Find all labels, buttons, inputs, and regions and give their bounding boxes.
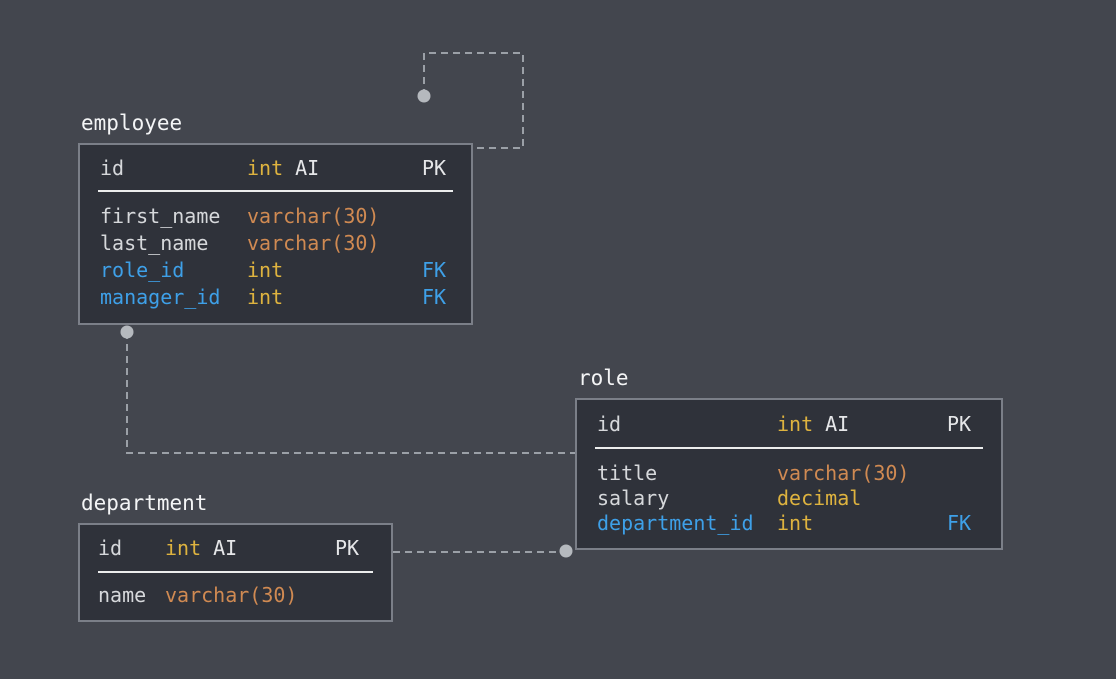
column-name: title [597, 460, 658, 485]
primary-key-badge: PK [947, 411, 972, 436]
table-employee-title: employee [81, 111, 183, 135]
column-row[interactable]: department_id int FK [577, 510, 1001, 535]
type-keyword: int [247, 155, 284, 180]
column-type: int AI [165, 536, 335, 560]
column-row[interactable]: title varchar(30) [577, 460, 1001, 485]
column-name: last_name [100, 230, 209, 255]
connector-employee-self-reference[interactable] [423, 52, 524, 149]
column-type: int AI [247, 156, 422, 180]
column-name: department_id [597, 510, 754, 535]
column-type: varchar(30) [247, 203, 380, 228]
column-name: first_name [100, 203, 221, 228]
connector-endpoint-dot [559, 544, 573, 558]
column-name: salary [597, 485, 670, 510]
connector-endpoint-dot [120, 325, 134, 339]
column-row[interactable]: first_name varchar(30) [80, 202, 471, 229]
type-keyword: int [165, 536, 202, 560]
column-name: manager_id [100, 284, 221, 309]
table-department-header-row[interactable]: id int AI PK [80, 525, 391, 571]
connector-employee-role[interactable] [126, 332, 575, 454]
column-type: int [247, 284, 284, 309]
primary-key-badge: PK [422, 155, 447, 180]
table-role[interactable]: role id int AI PK title varchar(30) salar… [575, 368, 1003, 550]
column-type: int AI [777, 412, 947, 436]
connector-endpoint-dot [417, 89, 431, 103]
column-name: id [597, 411, 622, 436]
table-department[interactable]: department id int AI PK name varchar(30) [78, 493, 393, 622]
header-separator [595, 447, 983, 449]
table-employee[interactable]: employee id int AI PK first_name varchar(… [78, 113, 473, 325]
auto-increment-flag: AI [825, 411, 850, 436]
table-role-header-row[interactable]: id int AI PK [577, 400, 1001, 447]
column-type: varchar(30) [165, 582, 298, 607]
table-employee-box: id int AI PK first_name varchar(30) last_… [78, 143, 473, 325]
column-type: int [247, 257, 284, 282]
table-department-title: department [81, 491, 208, 515]
column-name: role_id [100, 257, 185, 282]
column-row[interactable]: last_name varchar(30) [80, 229, 471, 256]
table-department-box: id int AI PK name varchar(30) [78, 523, 393, 622]
auto-increment-flag: AI [295, 155, 320, 180]
column-row[interactable]: manager_id int FK [80, 283, 471, 310]
table-employee-header-row[interactable]: id int AI PK [80, 145, 471, 190]
column-row[interactable]: role_id int FK [80, 256, 471, 283]
type-keyword: int [777, 411, 814, 436]
table-role-title: role [578, 366, 629, 390]
foreign-key-badge: FK [947, 510, 972, 535]
column-name: id [98, 536, 123, 560]
column-row[interactable]: name varchar(30) [80, 582, 391, 607]
primary-key-badge: PK [335, 536, 360, 560]
header-separator [98, 190, 453, 192]
column-type: varchar(30) [777, 460, 910, 485]
column-type: varchar(30) [247, 230, 380, 255]
foreign-key-badge: FK [422, 257, 447, 282]
column-type: int [777, 510, 814, 535]
auto-increment-flag: AI [213, 536, 238, 560]
column-row[interactable]: salary decimal [577, 485, 1001, 510]
header-separator [98, 571, 373, 573]
table-role-box: id int AI PK title varchar(30) salary dec… [575, 398, 1003, 550]
foreign-key-badge: FK [422, 284, 447, 309]
column-type: decimal [777, 485, 862, 510]
column-name: name [98, 582, 147, 607]
column-name: id [100, 155, 125, 180]
